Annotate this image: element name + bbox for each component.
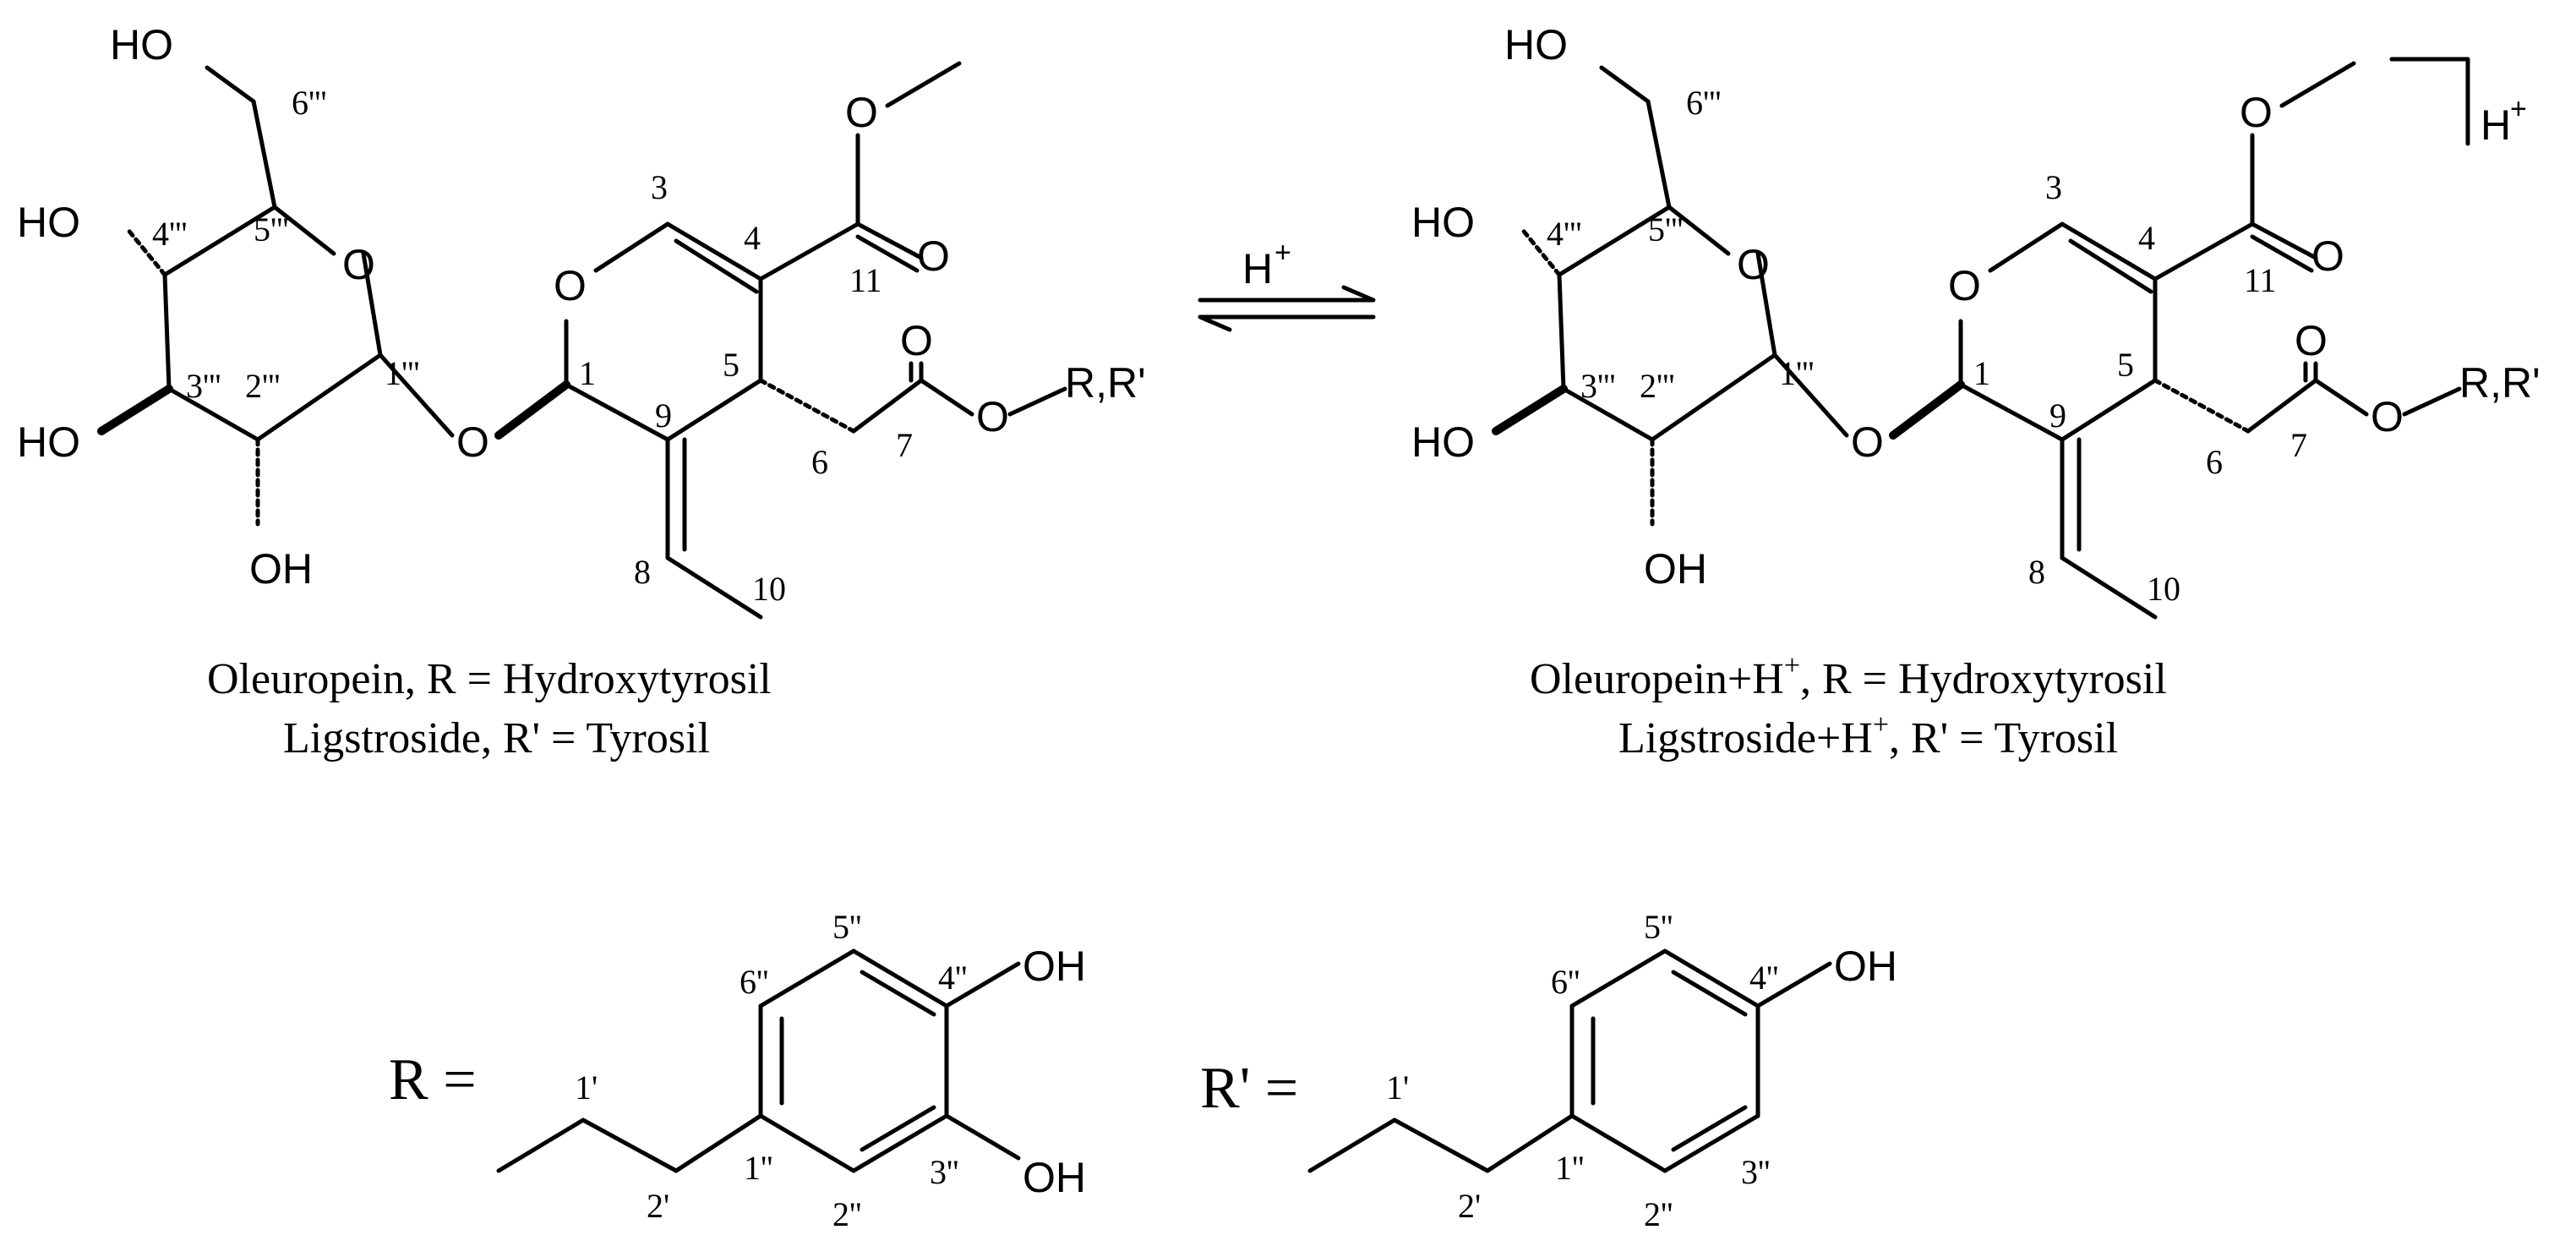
atom-label: HO [17,418,80,466]
position-number: 8 [2028,553,2045,591]
position-number: 6'' [740,963,768,1001]
molecule-oleuropein-protonated: HO HO HO OH O O O O O O O R,R' H + 6''' … [1411,21,2541,762]
position-number: 2''' [1640,367,1675,405]
position-number: 7 [896,426,913,464]
position-number: 11 [2244,261,2277,299]
charge-plus: + [2510,93,2527,125]
position-number: 6 [811,443,828,481]
atom-label: OH [1644,545,1707,593]
substituent-label: R' = [1200,1056,1298,1121]
position-number: 5''' [1648,210,1684,249]
position-number: 1' [1386,1068,1409,1107]
position-number: 3 [2045,168,2062,206]
position-number: 1' [575,1068,598,1107]
position-number: 9 [655,396,672,434]
position-number: 2'' [832,1195,861,1233]
substituent-Rprime: R' = OH 1' 2' 1'' 2'' 3'' 4'' 5'' 6'' [1200,908,1897,1233]
position-number: 1'' [1555,1149,1584,1187]
position-number: 1''' [1779,354,1815,392]
position-number: 7 [2290,426,2307,464]
position-number: 5 [723,346,740,384]
atom-label: R,R' [2459,359,2541,407]
position-number: 11 [849,261,882,299]
position-number: 4 [744,219,761,257]
atom-label: O [2240,89,2273,136]
atom-label: HO [1411,199,1475,246]
molecule-oleuropein: HO HO HO OH O O O O O O O R,R' 6''' 4'''… [17,21,1146,762]
position-number: 6''' [1686,84,1722,122]
position-number: 3 [651,168,668,206]
position-number: 2' [647,1187,669,1225]
position-number: 5''' [254,210,289,249]
atom-label: O [342,241,375,288]
position-number: 5 [2117,346,2134,384]
position-number: 3''' [1580,367,1616,405]
position-number: 1 [579,354,596,392]
position-number: 6''' [292,84,327,122]
position-number: 6'' [1551,963,1580,1001]
atom-label: OH [1023,1154,1086,1201]
atom-label: HO [1504,21,1568,68]
position-number: 4'' [1749,959,1778,997]
position-number: 4 [2138,219,2155,257]
caption-line: Ligstroside, R' = Tyrosil [283,714,710,762]
caption-line: Ligstroside+H+, R' = Tyrosil [1618,709,2118,762]
atom-label: OH [249,545,313,593]
bonds [97,61,1067,620]
bonds [496,948,1021,1173]
atom-label: R,R' [1065,359,1146,407]
bonds [1307,948,1832,1173]
position-number: 4'' [938,959,967,997]
bonds [1492,57,2470,620]
position-number: 10 [752,570,786,608]
position-number: 8 [634,553,651,591]
caption-line: Oleuropein, R = Hydroxytyrosil [207,655,772,703]
atom-label: HO [1411,418,1475,466]
atom-label: O [1851,418,1884,466]
atom-label: H [2480,101,2511,149]
atom-label: O [900,317,933,364]
substituent-label: R = [389,1047,477,1112]
atom-label: O [845,89,878,136]
position-number: 5'' [832,908,861,946]
position-number: 3'' [930,1153,958,1191]
atom-label: O [554,262,587,309]
atom-label: HO [17,199,80,246]
position-number: 6 [2206,443,2223,481]
position-number: 3''' [186,367,221,405]
position-number: 3'' [1741,1153,1770,1191]
atom-label: O [917,232,950,280]
charge-plus: + [1274,237,1291,269]
position-number: 4''' [1547,215,1582,253]
atom-label: O [2371,393,2404,440]
atom-label: O [456,418,489,466]
atom-label: HO [110,21,173,68]
atom-label: O [976,393,1009,440]
position-number: 10 [2147,570,2180,608]
position-number: 5'' [1644,908,1673,946]
caption-line: Oleuropein+H+, R = Hydroxytyrosil [1530,650,2167,703]
position-number: 1'' [744,1149,772,1187]
position-number: 9 [2049,396,2066,434]
position-number: 1 [1973,354,1990,392]
atom-label: O [1737,241,1770,288]
position-number: 1''' [385,354,420,392]
atom-label: O [2311,232,2344,280]
position-number: 2''' [245,367,281,405]
equilibrium-arrow: H + [1198,237,1376,332]
atom-label: OH [1023,943,1086,990]
substituent-R: R = OH OH 1' 2' 1'' 2'' 3'' 4'' 5'' 6'' [389,908,1086,1233]
atom-label: O [2295,317,2328,364]
atom-label: OH [1834,943,1897,990]
atom-label: O [1948,262,1981,309]
position-number: 4''' [152,215,188,253]
position-number: 2'' [1644,1195,1673,1233]
position-number: 2' [1458,1187,1481,1225]
atom-label: H [1242,245,1273,292]
